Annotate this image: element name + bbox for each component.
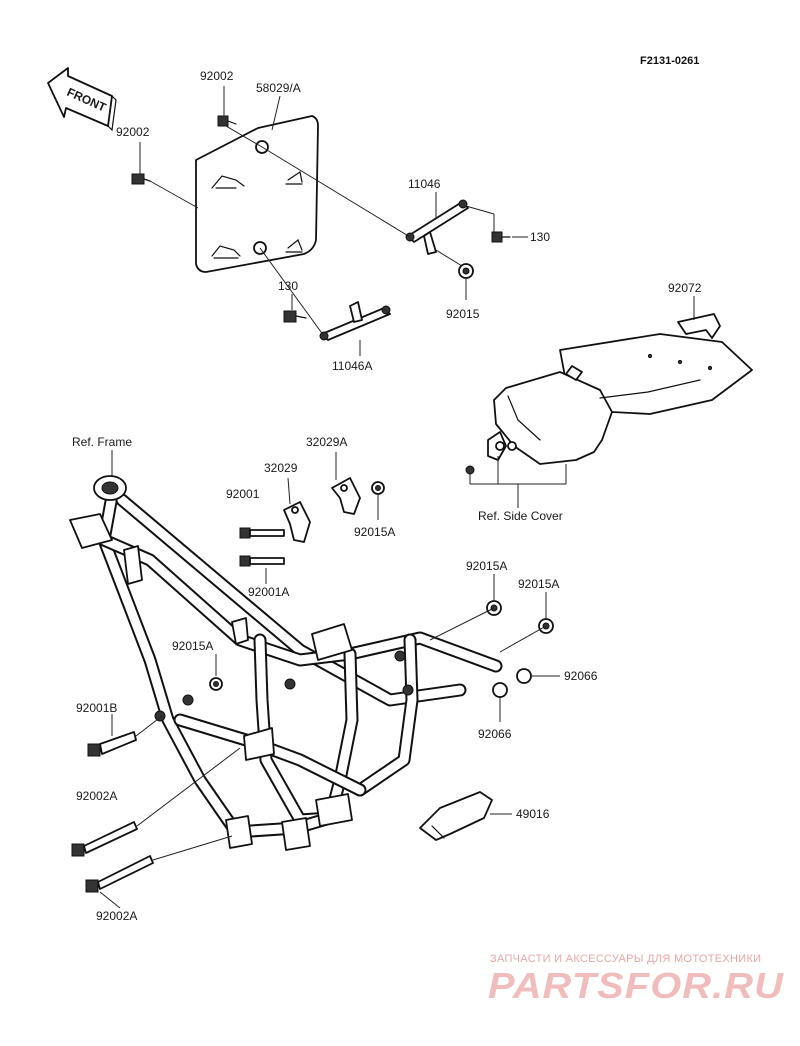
label-92015: 92015 — [446, 307, 480, 321]
label-92001A: 92001A — [248, 585, 289, 599]
label-92066-right: 92066 — [564, 669, 598, 683]
label-92002-left: 92002 — [116, 125, 150, 139]
side-cover — [487, 333, 753, 465]
label-92015A-left: 92015A — [172, 639, 213, 653]
ref-side-cover-label: Ref. Side Cover — [478, 509, 563, 523]
diagram-code: F2131-0261 — [640, 55, 699, 67]
label-11046: 11046 — [408, 177, 441, 191]
bolt-92002-left — [131, 173, 151, 185]
label-32029: 32029 — [264, 461, 298, 475]
bolt-92001B — [87, 731, 137, 757]
label-130-lower: 130 — [278, 279, 298, 293]
bracket-11046A — [319, 301, 391, 341]
bracket-11046 — [405, 199, 469, 255]
bolt-92002A-lower — [85, 855, 154, 893]
bracket-92072 — [677, 313, 721, 339]
label-130-upper: 130 — [530, 230, 550, 244]
leader-lines — [99, 86, 695, 909]
label-92066-lower: 92066 — [478, 727, 512, 741]
cover-49016 — [419, 791, 493, 841]
label-92002A-upper: 92002A — [76, 789, 117, 803]
nut-92015A-upper — [371, 481, 385, 495]
label-32029A: 32029A — [306, 435, 347, 449]
label-92015A-upper: 92015A — [354, 525, 395, 539]
bolt-92001 — [239, 527, 285, 539]
label-92015A-right1: 92015A — [466, 559, 507, 573]
assembly-lines-plate — [149, 125, 495, 337]
bracket-32029 — [283, 501, 311, 543]
cap-92066-right — [516, 668, 532, 684]
front-arrow-icon: FRONT — [47, 67, 117, 132]
label-58029A: 58029/A — [256, 81, 301, 95]
license-plate-bracket — [195, 115, 319, 273]
bolt-130-upper — [491, 231, 511, 243]
bolt-92002A-upper — [71, 821, 138, 857]
bolt-92002-top — [217, 115, 237, 127]
ref-frame-label: Ref. Frame — [72, 435, 132, 449]
watermark-tagline: ЗАПЧАСТИ И АКСЕССУАРЫ ДЛЯ МОТОТЕХНИКИ — [490, 953, 761, 965]
label-92001B: 92001B — [76, 701, 117, 715]
label-11046A: 11046A — [332, 359, 372, 373]
bracket-32029A — [331, 477, 361, 515]
nut-92015A-left — [209, 677, 223, 691]
cap-92066-lower — [492, 682, 508, 698]
label-92002-top: 92002 — [200, 69, 234, 83]
label-92001: 92001 — [226, 487, 260, 501]
side-cover-ref-lines — [465, 456, 567, 508]
motorcycle-frame — [69, 475, 503, 851]
label-92015A-right2: 92015A — [518, 577, 559, 591]
nut-92015 — [458, 263, 474, 279]
label-92002A-lower: 92002A — [96, 909, 137, 923]
watermark-brand: PARTSFOR.RU — [488, 965, 784, 1006]
bolt-92001A — [239, 555, 285, 567]
label-49016: 49016 — [516, 807, 550, 821]
bolt-130-lower — [283, 310, 307, 323]
label-92072: 92072 — [668, 281, 702, 295]
